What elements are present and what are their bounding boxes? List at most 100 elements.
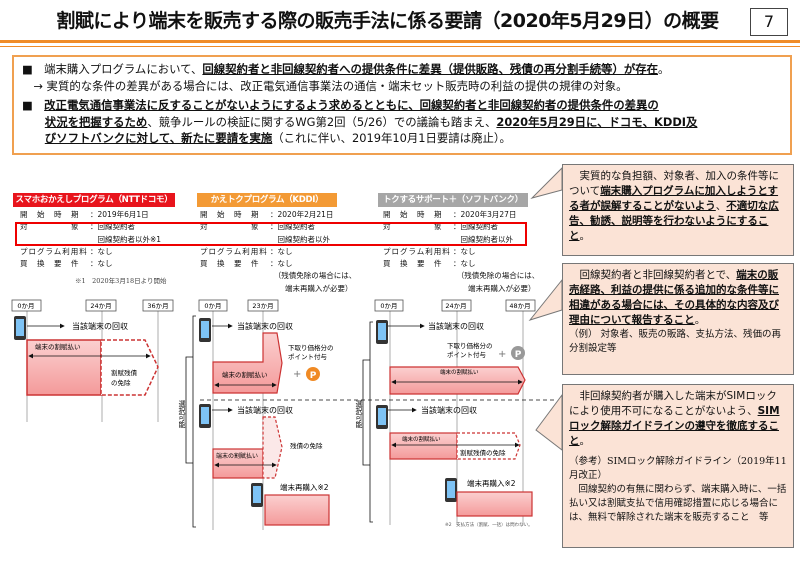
- callout-simlock: 非回線契約者が購入した端末がSIMロックにより使用不可になることがないよう、SI…: [562, 384, 794, 548]
- installment-label: 端末の割賦払い: [402, 435, 441, 443]
- info-key: 買 換 要 件: [383, 259, 443, 269]
- info-value: 端末再購入が必要）: [270, 283, 353, 293]
- program-diagrams: 0か月 24か月 36か月 0か月 23か月 0か月 24か月 48か月 当該端…: [11, 299, 555, 530]
- info-key: プログラム利用料: [200, 246, 268, 256]
- emphasized-text: びソフトバンクに対して、新たに要請を実施: [44, 131, 273, 145]
- waiver-label: 割賦残債: [111, 368, 138, 377]
- point-icon: [306, 367, 320, 381]
- text-segment: 回線契約者と非回線契約者とで、: [569, 269, 737, 281]
- phone-icon: [199, 404, 211, 428]
- waiver-label: の免除: [111, 378, 131, 387]
- info-value: 回線契約者以外: [270, 234, 330, 244]
- point-label: 下取り価格分の: [447, 341, 493, 350]
- point-label: ポイント付与: [447, 350, 486, 359]
- plus-sign: +: [293, 369, 301, 380]
- footnote-1: ※1 2020年3月18日より開始: [75, 277, 167, 285]
- info-row: プログラム利用料：なし: [383, 246, 539, 258]
- callout-text: 回線契約者と非回線契約者とで、端末の販売経路、利益の提供に係る追加的な条件等に相…: [569, 268, 787, 328]
- info-value: 端末再購入が必要）: [453, 283, 536, 293]
- info-value: ：回線契約者: [453, 222, 498, 232]
- month-label: 24か月: [90, 302, 111, 310]
- collect-label: 当該端末の回収: [421, 405, 477, 415]
- summary-line: ■ 改正電気通信事業法に反することがないようにするよう求めるとともに、回線契約者…: [22, 97, 782, 114]
- emphasized-text: 改正電気通信事業法に反することがないようにするよう求めるとともに、回線契約者と非…: [44, 98, 659, 112]
- callout-example: （例） 対象者、販売の販路、支払方法、残価の再分割設定等: [569, 329, 782, 354]
- info-value: ：2020年3月27日: [453, 210, 517, 219]
- info-value: ：なし: [453, 246, 476, 256]
- info-row: 開 始 時 期：2020年2月21日: [200, 209, 356, 221]
- text-segment: 、: [715, 200, 727, 212]
- callout-text: 実質的な負担額、対象者、加入の条件等について端末購入プログラムに加入しようとする…: [569, 169, 787, 244]
- program-header-kddi: かえトクプログラム（KDDI）: [197, 193, 337, 207]
- text-segment: 実質的な負担額、対象者、加入の条件等について: [569, 170, 779, 197]
- rebuy-label: 端末再購入※2: [467, 478, 516, 488]
- month-label: 24か月: [445, 302, 466, 310]
- callout-advertising: 実質的な負担額、対象者、加入の条件等について端末購入プログラムに加入しようとする…: [562, 164, 794, 256]
- info-key: 買 換 要 件: [20, 259, 80, 269]
- info-row: プログラム利用料：なし: [200, 246, 356, 258]
- info-key: 対 象: [20, 222, 80, 232]
- info-row: 端末再購入が必要）: [200, 283, 356, 295]
- summary-line: びソフトバンクに対して、新たに要請を実施（これに伴い、2019年10月1日要請は…: [22, 130, 782, 147]
- text-segment: 。: [579, 435, 591, 447]
- installment-label: 端末の割賦払い: [440, 368, 479, 376]
- phone-icon: [14, 316, 26, 340]
- callout-reporting: 回線契約者と非回線契約者とで、端末の販売経路、利益の提供に係る追加的な条件等に相…: [562, 263, 794, 375]
- info-value: 回線契約者以外: [453, 234, 513, 244]
- point-icon-letter: P: [515, 350, 522, 360]
- installment-label: 端末の割賦払い: [222, 370, 268, 379]
- info-row: 回線契約者以外※1: [20, 234, 161, 246]
- program-info-softbank: 開 始 時 期：2020年3月27日対 象：回線契約者 回線契約者以外プログラム…: [383, 209, 539, 295]
- emphasized-text: 回線契約者と非回線契約者への提供条件に差異（提供販路、残債の再分割手続等）が存在: [202, 62, 659, 76]
- collect-label: 当該端末の回収: [72, 321, 128, 331]
- month-label: 36か月: [147, 302, 168, 310]
- info-key: プログラム利用料: [20, 246, 88, 256]
- program-header-softbank: トクするサポート＋（ソフトバンク）: [378, 193, 528, 207]
- info-key: 対 象: [200, 222, 260, 232]
- point-label: 下取り価格分の: [288, 343, 334, 352]
- text-segment: 、競争ルールの検証に関するWG第2回（5/26）での議論も踏まえ、: [147, 114, 497, 129]
- month-label: 0か月: [17, 302, 34, 310]
- emphasized-text: 端末購入プログラムに加入しようとする者が誤解することがないよう: [569, 185, 779, 212]
- info-row: 開 始 時 期：2020年3月27日: [383, 209, 539, 221]
- emphasized-text: 不適切な広告、勧誘、説明等を行わないようにすること: [569, 200, 779, 242]
- program-header-docomo: スマホおかえしプログラム（NTTドコモ）: [13, 193, 175, 207]
- info-row: 対 象 ：回線契約者: [200, 221, 356, 233]
- info-value: ：なし: [453, 259, 476, 269]
- installment-label: 端末の割賦払い: [35, 342, 81, 351]
- emphasized-text: 2020年5月29日に、ドコモ、KDDI及: [496, 114, 698, 129]
- info-row: 端末再購入が必要）: [383, 283, 539, 295]
- collect-label: 当該端末の回収: [428, 321, 484, 331]
- info-row: 回線契約者以外: [383, 234, 539, 246]
- callout-pointers: [528, 166, 563, 452]
- info-row: 買 換 要 件：なし: [20, 258, 161, 270]
- text-segment: （これに伴い、2019年10月1日要請は廃止）。: [272, 131, 511, 145]
- selectable-label: 選択可能: [178, 399, 186, 429]
- info-row: （残債免除の場合には、: [383, 270, 539, 282]
- info-value: ：回線契約者: [270, 222, 315, 232]
- text-segment: [22, 131, 45, 145]
- residual-waiver-label: 残債の免除: [290, 441, 323, 450]
- emphasized-text: SIMロック解除ガイドラインの遵守を徹底すること: [569, 405, 780, 447]
- text-segment: ■ 端末購入プログラムにおいて、: [22, 62, 203, 76]
- rebuy-label: 端末再購入※2: [280, 482, 329, 492]
- callout-reference: （参考）SIMロック解除ガイドライン（2019年11月改正）: [569, 456, 787, 481]
- info-value: ：2019年6月1日: [90, 210, 149, 219]
- text-segment: 。: [694, 314, 706, 326]
- phone-icon: [445, 478, 457, 502]
- info-key: 開 始 時 期: [200, 210, 260, 219]
- collect-label: 当該端末の回収: [237, 321, 293, 331]
- program-info-kddi: 開 始 時 期：2020年2月21日対 象：回線契約者 回線契約者以外プログラム…: [200, 209, 356, 295]
- info-key: 開 始 時 期: [20, 210, 80, 219]
- page-title: 割賦により端末を販売する際の販売手法に係る要請（2020年5月29日）の概要: [56, 10, 719, 32]
- month-label: 23か月: [252, 302, 273, 310]
- phone-icon: [199, 318, 211, 342]
- text-segment: 非回線契約者が購入した端末がSIMロックにより使用不可になることがないよう、: [569, 390, 777, 417]
- info-value: ：なし: [270, 246, 293, 256]
- page-number: 7: [750, 8, 788, 36]
- selectable-label: 選択可能: [355, 399, 363, 429]
- emphasized-text: 端末の販売経路、利益の提供に係る追加的な条件等に相違がある場合には、その具体的な…: [569, 269, 779, 326]
- month-label: 0か月: [380, 302, 397, 310]
- text-segment: [22, 115, 45, 129]
